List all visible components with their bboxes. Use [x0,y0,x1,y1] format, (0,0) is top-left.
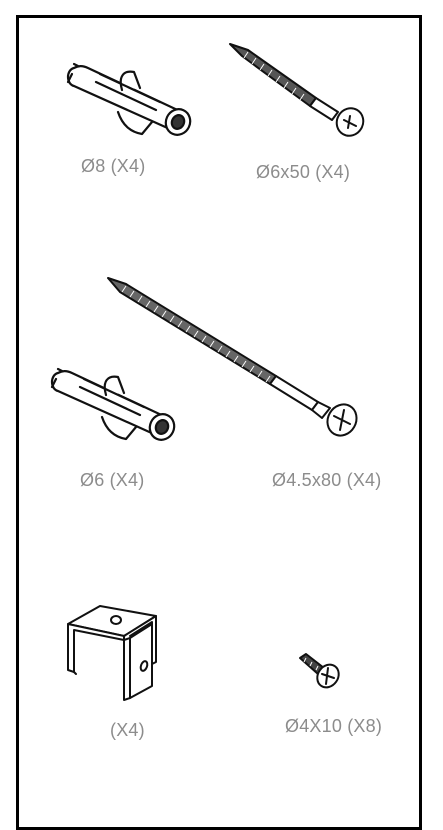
part-label: Ø8 (X4) [81,156,146,176]
screw-icon [229,43,365,137]
part-label: Ø4X10 (X8) [285,716,383,736]
part-label: Ø4.5x80 (X4) [272,470,382,490]
small-screw-icon [299,653,340,689]
part-label: Ø6 (X4) [80,470,145,490]
part-label: Ø6x50 (X4) [256,162,351,182]
long-screw-icon [107,277,358,437]
u-bracket-icon [67,605,157,701]
part-label: (X4) [110,720,145,740]
wall-plug-icon [66,62,192,136]
wall-plug-icon [50,367,176,441]
